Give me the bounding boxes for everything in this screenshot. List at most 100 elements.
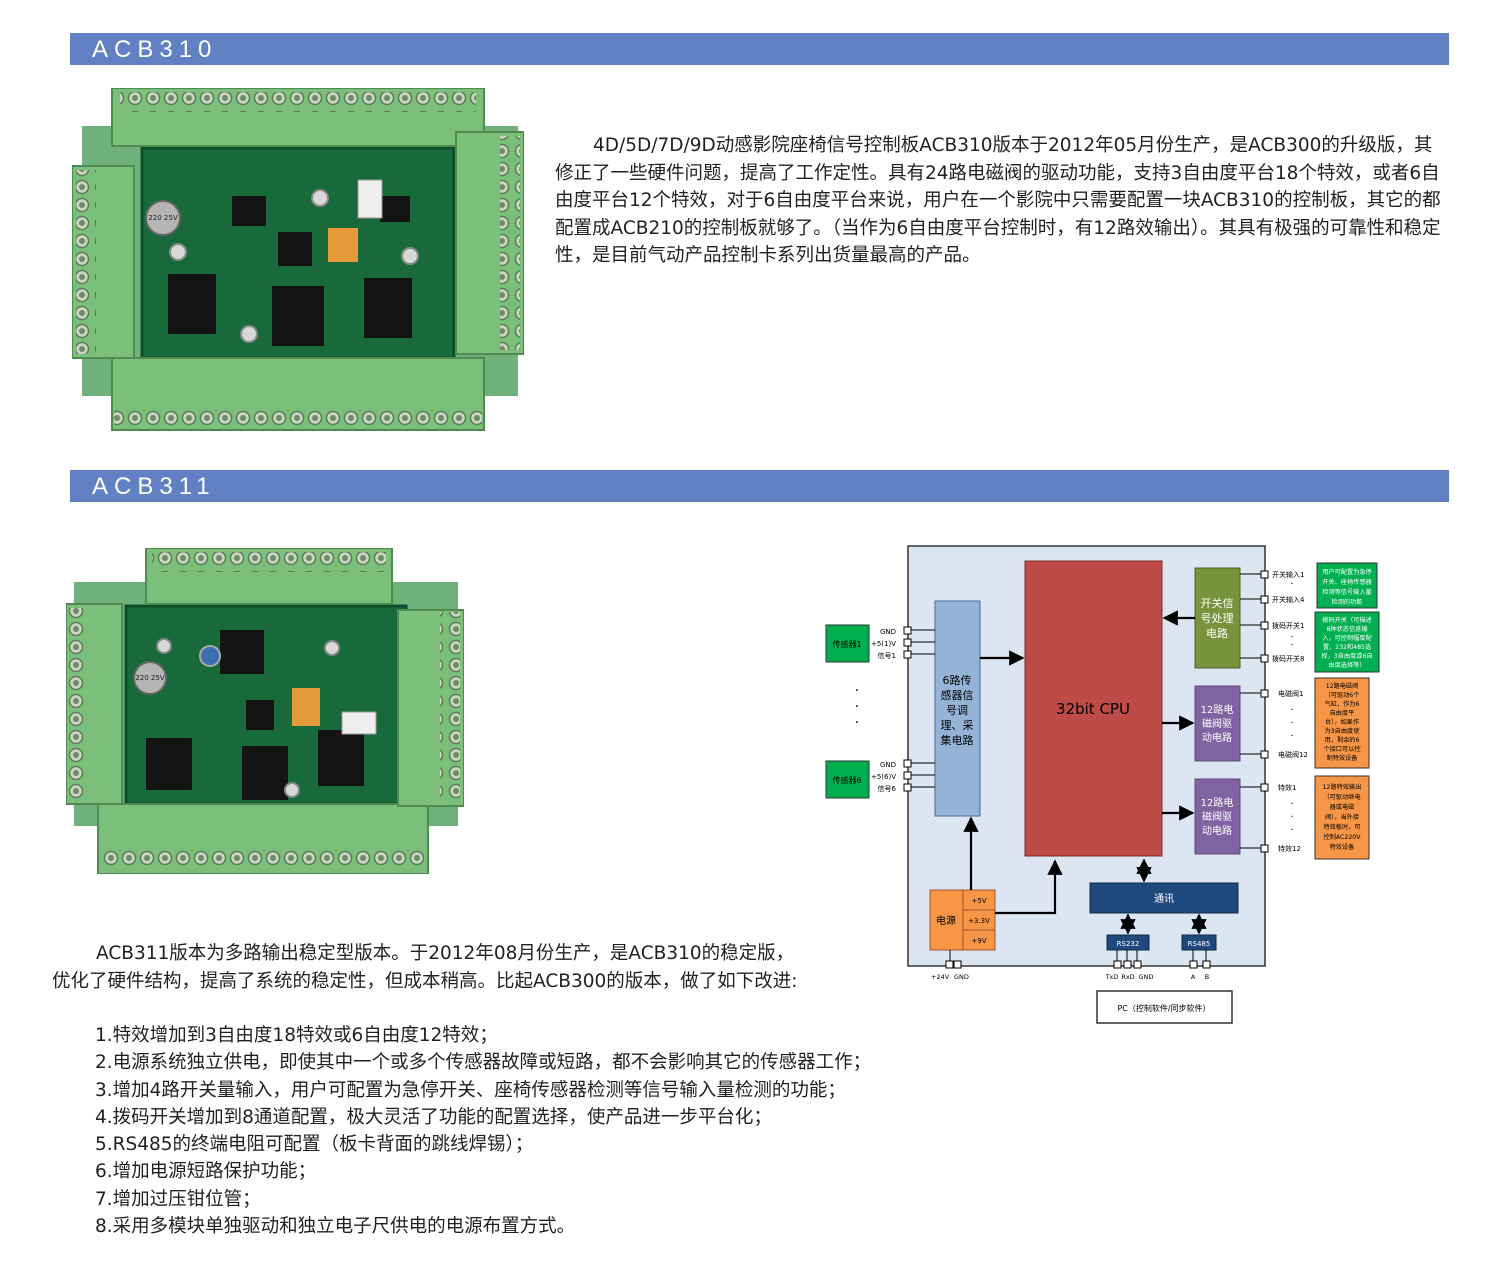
rs232-pin-label: RxD <box>1121 973 1134 981</box>
valve-block-line: 12路电 <box>1201 703 1234 716</box>
valve-driver-block-a <box>1194 685 1241 762</box>
svg-text:·: · <box>1290 799 1293 810</box>
list-item: 8.采用多模块单独驱动和独立电子尺供电的电源布置方式。 <box>95 1216 576 1238</box>
sensor1-pin: GND <box>880 628 896 636</box>
note-line: 开关、座椅传感器 <box>1322 578 1372 586</box>
note-line: 择，3自由度或6自 <box>1321 652 1372 660</box>
rs232-block <box>1106 934 1150 951</box>
svg-text:·: · <box>1290 825 1293 836</box>
pc-label: PC（控制软件/同步软件） <box>1117 1003 1210 1013</box>
power-block <box>929 889 964 951</box>
note-line: 用户可配置为急停 <box>1322 568 1372 576</box>
list-item: 4.拨码开关增加到8通道配置，极大灵活了功能的配置选择，使产品进一步平台化； <box>95 1106 772 1128</box>
svg-text:·: · <box>1290 632 1293 643</box>
svg-text:·: · <box>1290 731 1293 742</box>
note-line: 用，剩余的6 <box>1325 736 1360 744</box>
rs232-label: RS232 <box>1117 940 1140 948</box>
note-line: 检测等信号输入量 <box>1322 588 1372 596</box>
section-header-acb310: ACB310 <box>70 33 1449 65</box>
rs485-pin-label: A <box>1191 973 1196 981</box>
note-line: 特效设备 <box>1330 843 1356 851</box>
note-line: 为3自由度使 <box>1325 727 1361 735</box>
dip-pin-label: 拨码开关8 <box>1272 654 1304 663</box>
svg-text:·: · <box>1290 579 1293 590</box>
note-line: 阀），当外接 <box>1325 813 1359 821</box>
sensor-block-line: 集电路 <box>941 733 974 747</box>
capacitor-label: 220 25V <box>148 214 177 222</box>
power-pin-label: +24V <box>931 973 950 981</box>
valve-block-line: 动电路 <box>1202 731 1232 744</box>
svg-text:·: · <box>855 715 859 731</box>
note-line: 置，232和485选 <box>1323 643 1371 651</box>
cpu-label: 32bit CPU <box>1056 700 1130 718</box>
comm-label: 通讯 <box>1154 893 1174 905</box>
note-line: 控制AC220V <box>1324 833 1362 841</box>
sensor1-pin: +5(1)V <box>871 640 896 648</box>
effect-pin-label: 特效1 <box>1278 783 1296 792</box>
sensor-6-box <box>825 760 870 799</box>
sensor1-pin: 信号1 <box>878 651 896 660</box>
svg-text:·: · <box>1290 718 1293 729</box>
power-label: 电源 <box>936 914 956 927</box>
svg-text:·: · <box>855 699 859 715</box>
sensor-block-line: 感器信 <box>941 689 974 702</box>
sensor6-pin: 信号6 <box>878 784 897 793</box>
valve-pin-label: 电磁阀1 <box>1278 689 1303 698</box>
note-effect <box>1314 775 1370 860</box>
svg-text:·: · <box>855 683 859 699</box>
sensor-1-label: 传感器1 <box>832 639 861 649</box>
switch-block-line: 电路 <box>1206 627 1228 640</box>
svg-text:·: · <box>1290 812 1293 823</box>
note-line: 个接口可以控 <box>1323 745 1360 753</box>
note-line: （可驱动6个 <box>1325 692 1360 699</box>
switch-pin-label: 开关输入4 <box>1272 595 1305 604</box>
note-line: 自由度平 <box>1330 709 1355 717</box>
list-item: 5.RS485的终端电阻可配置（板卡背面的跳线焊锡）； <box>95 1134 534 1156</box>
section-header-acb311: ACB311 <box>70 470 1449 502</box>
note-dip <box>1314 611 1380 673</box>
dip-pin-label: 拨码开关1 <box>1272 621 1304 630</box>
sensor-block-line: 理、采 <box>941 719 974 732</box>
rail-label: +3.3V <box>968 917 990 925</box>
sensor-block-line: 6路传 <box>943 674 972 687</box>
power-pin-label: GND <box>954 973 969 981</box>
switch-block-line: 号处理 <box>1201 612 1234 625</box>
acb311-board-photo: 220 25V <box>66 548 464 874</box>
svg-text:·: · <box>1290 705 1293 716</box>
note-line: 气缸，作为6 <box>1325 700 1360 708</box>
valve-block-line: 12路电 <box>1201 796 1234 809</box>
cpu-block <box>1024 560 1163 857</box>
sensor-6-label: 传感器6 <box>832 775 861 785</box>
rs485-block <box>1181 934 1217 951</box>
list-item: 2.电源系统独立供电，即使其中一个或多个传感器故障或短路，都不会影响其它的传感器… <box>95 1052 872 1074</box>
acb310-board-photo: 220 25V <box>72 88 524 431</box>
valve-driver-block-b <box>1194 778 1241 855</box>
switch-signal-block <box>1194 567 1241 669</box>
rs485-label: RS485 <box>1188 940 1211 948</box>
note-line: 12路特效输出 <box>1323 783 1362 791</box>
acb311-block-diagram: 32bit CPU 6路传 感器信 号调 理、采 集电路 传感器1 传感器6 ·… <box>825 545 1380 1024</box>
list-item: 3.增加4路开关量输入，用户可配置为急停开关、座椅传感器检测等信号输入量检测的功… <box>95 1079 846 1101</box>
note-line: 特效板时，可 <box>1323 823 1360 831</box>
list-item: 6.增加电源短路保护功能； <box>95 1161 317 1183</box>
note-line: 8种状态信息输 <box>1326 625 1368 633</box>
note-switch <box>1316 562 1378 609</box>
sensor-1-box <box>825 624 870 663</box>
note-line: 由度选择等） <box>1328 661 1365 669</box>
rs232-pin-label: GND <box>1139 973 1154 981</box>
valve-block-line: 动电路 <box>1202 824 1232 837</box>
note-line: 12路电磁阀 <box>1326 682 1359 690</box>
rs232-pin-label: TxD <box>1105 973 1119 981</box>
note-line: 拨码开关（可描述 <box>1322 616 1372 624</box>
note-valve <box>1314 677 1370 769</box>
valve-block-line: 磁阀驱 <box>1202 717 1232 730</box>
note-line: 器或电磁 <box>1330 803 1355 811</box>
note-line: 检测的功能 <box>1332 598 1363 606</box>
pc-box <box>1096 990 1233 1024</box>
sensor-block-line: 号调 <box>946 704 968 717</box>
sensor6-pin: +5(6)V <box>871 773 896 781</box>
switch-pin-label: 开关输入1 <box>1272 570 1304 579</box>
acb311-description: ACB311版本为多路输出稳定型版本。于2012年08月份生产，是ACB310的… <box>52 943 798 992</box>
capacitor-label: 220 25V <box>135 674 164 682</box>
valve-pin-label: 电磁阀12 <box>1278 750 1308 759</box>
